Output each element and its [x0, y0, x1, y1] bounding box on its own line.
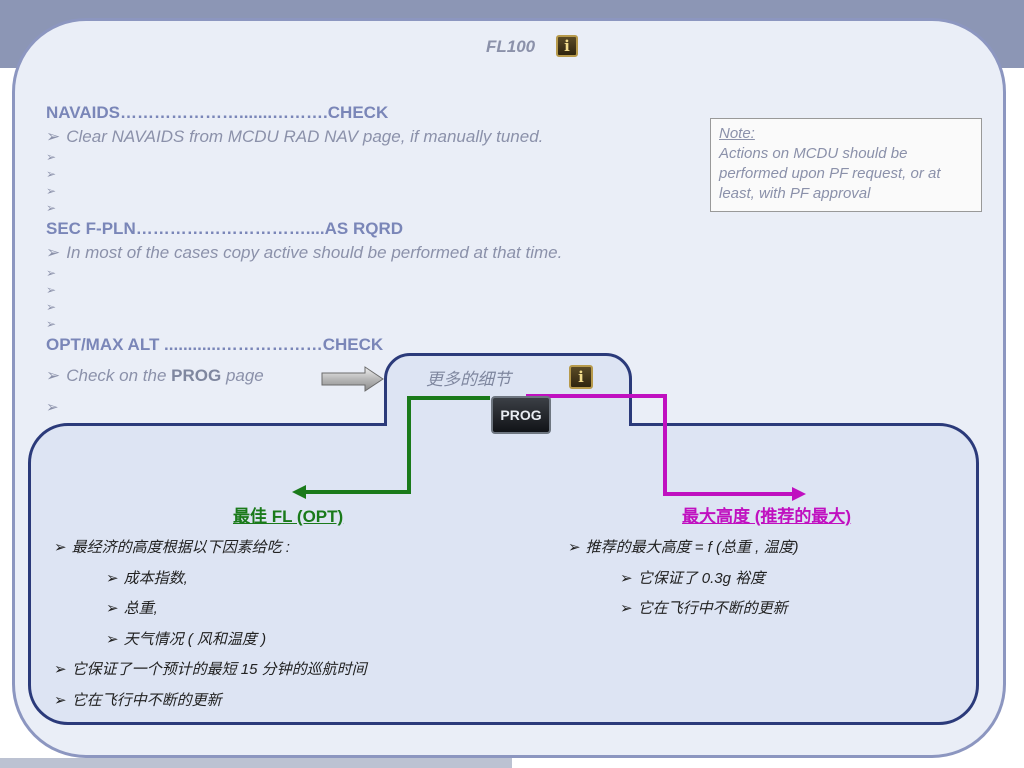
bullet-arrow-icon: ➢	[54, 539, 67, 556]
opt-title: 最佳 FL (OPT)	[233, 507, 344, 526]
note-text: Actions on MCDU should be performed upon…	[719, 145, 941, 202]
max-item: ➢推荐的最大高度 = f (总重 , 温度)	[568, 539, 799, 556]
footer-strip	[0, 758, 512, 768]
opt-subitem: ➢天气情况 ( 风和温度 )	[106, 631, 267, 648]
right-arrow-icon	[321, 366, 384, 392]
bullet-arrow-icon: ➢	[106, 570, 119, 587]
bullet-arrow-icon: ➢	[568, 539, 581, 556]
bullet-arrow-icon: ➢	[620, 570, 633, 587]
max-subitem: ➢它在飞行中不断的更新	[620, 600, 788, 617]
green-arrowhead-icon	[292, 485, 306, 499]
empty-bullet-icon: ➢	[46, 266, 57, 280]
empty-bullet-icon: ➢	[46, 317, 57, 331]
opt-item: ➢最经济的高度根据以下因素给吃 :	[54, 539, 290, 556]
opt-max-bullet: ➢Check on the PROG page	[46, 366, 264, 385]
empty-bullet-icon: ➢	[46, 201, 57, 215]
more-details-label: 更多的细节	[426, 370, 511, 389]
info-icon[interactable]: i	[569, 365, 593, 389]
prog-button[interactable]: PROG	[491, 396, 551, 434]
bullet-arrow-icon: ➢	[106, 600, 119, 617]
bullet-arrow-icon: ➢	[106, 631, 119, 648]
sec-fpln-heading: SEC F-PLN…………………………....AS RQRD	[46, 219, 404, 238]
empty-bullet-icon: ➢	[46, 184, 57, 198]
bullet-arrow-icon: ➢	[620, 600, 633, 617]
empty-bullet-icon: ➢	[46, 399, 59, 416]
empty-bullet-icon: ➢	[46, 300, 57, 314]
bullet-arrow-icon: ➢	[46, 243, 61, 262]
magenta-arrowhead-icon	[792, 487, 806, 501]
empty-bullet-icon: ➢	[46, 283, 57, 297]
opt-max-heading: OPT/MAX ALT ............………………CHECK	[46, 335, 384, 354]
info-icon[interactable]: i	[556, 35, 578, 57]
max-title: 最大高度 (推荐的最大)	[682, 507, 852, 526]
navaids-bullet: ➢Clear NAVAIDS from MCDU RAD NAV page, i…	[46, 127, 544, 146]
empty-bullet-icon: ➢	[46, 167, 57, 181]
bullet-arrow-icon: ➢	[54, 692, 67, 709]
bullet-arrow-icon: ➢	[46, 366, 61, 385]
sec-fpln-bullet: ➢In most of the cases copy active should…	[46, 243, 563, 262]
note-box: Note: Actions on MCDU should be performe…	[710, 118, 982, 212]
note-title: Note:	[719, 125, 755, 142]
max-subitem: ➢它保证了 0.3g 裕度	[620, 570, 766, 587]
empty-bullet-icon: ➢	[46, 150, 57, 164]
opt-item: ➢它保证了一个预计的最短 15 分钟的巡航时间	[54, 661, 367, 678]
opt-subitem: ➢总重,	[106, 600, 158, 617]
bullet-arrow-icon: ➢	[54, 661, 67, 678]
page-title: FL100	[486, 37, 536, 56]
bullet-arrow-icon: ➢	[46, 127, 61, 146]
navaids-heading: NAVAIDS………………….......……….CHECK	[46, 103, 389, 122]
altitude-panel	[28, 423, 979, 725]
opt-item: ➢它在飞行中不断的更新	[54, 692, 222, 709]
opt-subitem: ➢成本指数,	[106, 570, 188, 587]
